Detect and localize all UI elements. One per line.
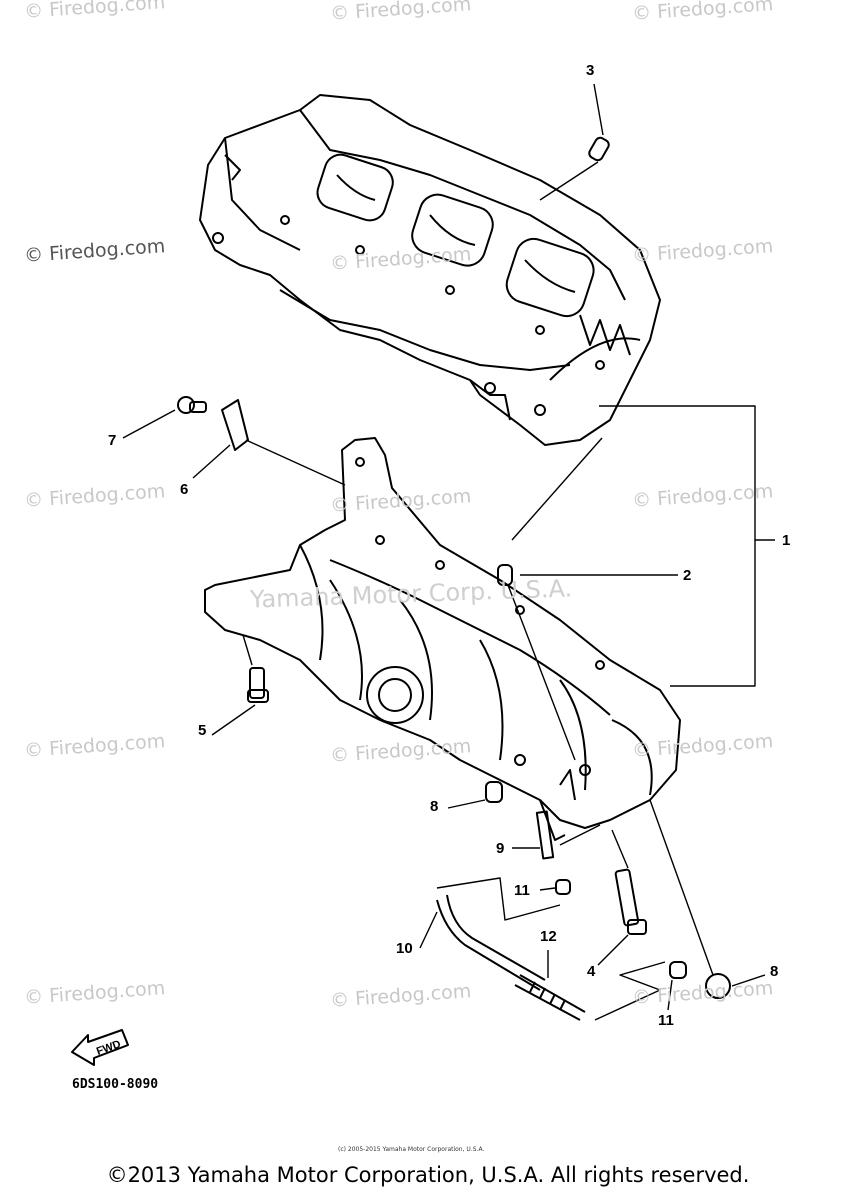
front-marker-label: FWD — [95, 1038, 123, 1058]
upper-crankcase — [199, 94, 661, 446]
callout-1: 1 — [782, 532, 791, 549]
callout-4: 4 — [587, 963, 596, 980]
callout-9: 9 — [496, 840, 505, 857]
washer-11-upper — [555, 879, 571, 895]
small-copyright: (c) 2005-2015 Yamaha Motor Corporation, … — [338, 1146, 485, 1153]
callout-12: 12 — [540, 928, 557, 945]
dowel-pin-2 — [497, 564, 513, 586]
callout-11-lower: 11 — [658, 1012, 674, 1029]
callout-6: 6 — [180, 481, 189, 498]
copyright-footer: ©2013 Yamaha Motor Corporation, U.S.A. A… — [106, 1163, 750, 1187]
diagram-code: 6DS100-8090 — [72, 1077, 159, 1092]
callout-8-right: 8 — [770, 963, 779, 980]
callout-7: 7 — [108, 432, 117, 449]
plug-8-right — [705, 973, 731, 999]
callout-11-upper: 11 — [514, 882, 530, 899]
stud-9 — [535, 810, 555, 860]
callout-8-left: 8 — [430, 798, 439, 815]
bolt-7 — [177, 396, 207, 414]
leader-lines — [122, 83, 775, 1021]
washer-11-lower — [669, 961, 687, 979]
bolt-4 — [614, 868, 647, 935]
stud-bolt-12 — [514, 974, 586, 1021]
lower-crankcase — [204, 437, 681, 841]
bracket-6 — [221, 399, 249, 451]
bolt-5 — [247, 667, 269, 703]
plug-8-left — [485, 781, 503, 803]
callout-2: 2 — [683, 567, 692, 584]
hose-10 — [436, 894, 546, 991]
callout-5: 5 — [198, 722, 207, 739]
callout-3: 3 — [586, 62, 595, 79]
callout-10: 10 — [396, 940, 413, 957]
front-arrow-icon: FWD — [71, 1029, 129, 1066]
dowel-pin-3 — [588, 136, 610, 162]
